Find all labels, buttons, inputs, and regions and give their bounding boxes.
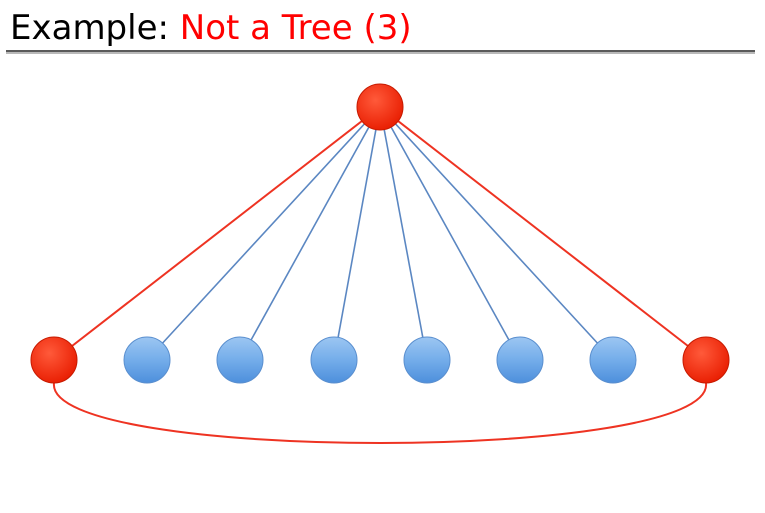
node-b2 xyxy=(216,336,264,384)
edge-top-b6 xyxy=(379,106,614,361)
node-b4 xyxy=(403,336,451,384)
node-right xyxy=(682,336,730,384)
edge-top-b1 xyxy=(146,106,381,361)
edge-top-b3 xyxy=(333,106,381,361)
slide-title: Example: Not a Tree (3) xyxy=(10,6,412,50)
edge-top-b4 xyxy=(379,106,428,361)
edge-top-b5 xyxy=(379,106,521,361)
title-underline xyxy=(6,50,755,54)
node-top xyxy=(356,83,404,131)
edge-top-b2 xyxy=(239,106,381,361)
title-prefix: Example: xyxy=(10,8,180,48)
node-b3 xyxy=(310,336,358,384)
node-b1 xyxy=(123,336,171,384)
edge-top-right xyxy=(379,106,707,361)
node-b5 xyxy=(496,336,544,384)
edge-layer xyxy=(52,106,708,444)
node-layer xyxy=(30,83,730,384)
title-highlight: Not a Tree (3) xyxy=(179,8,412,48)
node-left xyxy=(30,336,78,384)
edge-left-right xyxy=(52,382,708,444)
edge-top-left xyxy=(53,106,381,361)
node-b6 xyxy=(589,336,637,384)
